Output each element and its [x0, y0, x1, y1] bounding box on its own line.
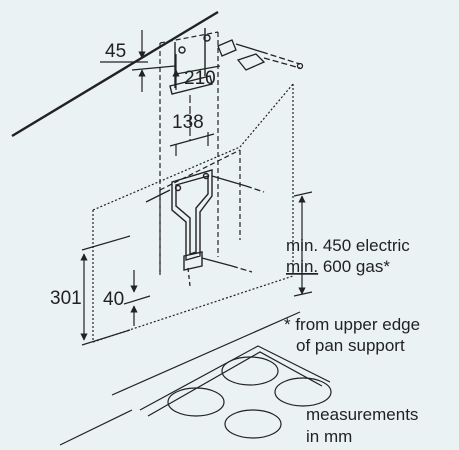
footnote-line1: * from upper edge: [284, 315, 420, 334]
dim-301-lines: [80, 235, 131, 346]
wall-mount-area: [92, 83, 294, 343]
dim-min-lines: [293, 191, 313, 297]
upper-bracket: [169, 28, 213, 95]
cooktop: [59, 311, 332, 446]
label-min-gas-prefix: min.: [286, 257, 318, 276]
lower-bracket: [171, 169, 213, 271]
units-line1: measurements: [306, 405, 418, 424]
dim-45-lines: [100, 30, 176, 92]
label-45: 45: [105, 41, 126, 62]
label-301: 301: [50, 288, 82, 309]
label-min-electric: min. 450 electric: [286, 236, 410, 255]
units-line2: in mm: [306, 427, 352, 446]
lower-screws: [145, 175, 265, 287]
upper-bracket-outline: [159, 31, 219, 273]
label-min-gas-suffix: 600 gas*: [318, 257, 390, 276]
label-138: 138: [172, 112, 204, 133]
label-210: 210: [184, 68, 216, 89]
label-40: 40: [103, 289, 124, 310]
upper-screws: [217, 39, 304, 71]
label-min-gas: min. 600 gas*: [286, 257, 390, 276]
lower-bracket-outline: [159, 149, 241, 275]
dim-138-lines: [169, 132, 215, 156]
ceiling-line: [11, 10, 219, 138]
dim-210-lines: [172, 54, 221, 90]
footnote-line2: of pan support: [296, 336, 405, 355]
dim-40-lines: [123, 270, 151, 326]
